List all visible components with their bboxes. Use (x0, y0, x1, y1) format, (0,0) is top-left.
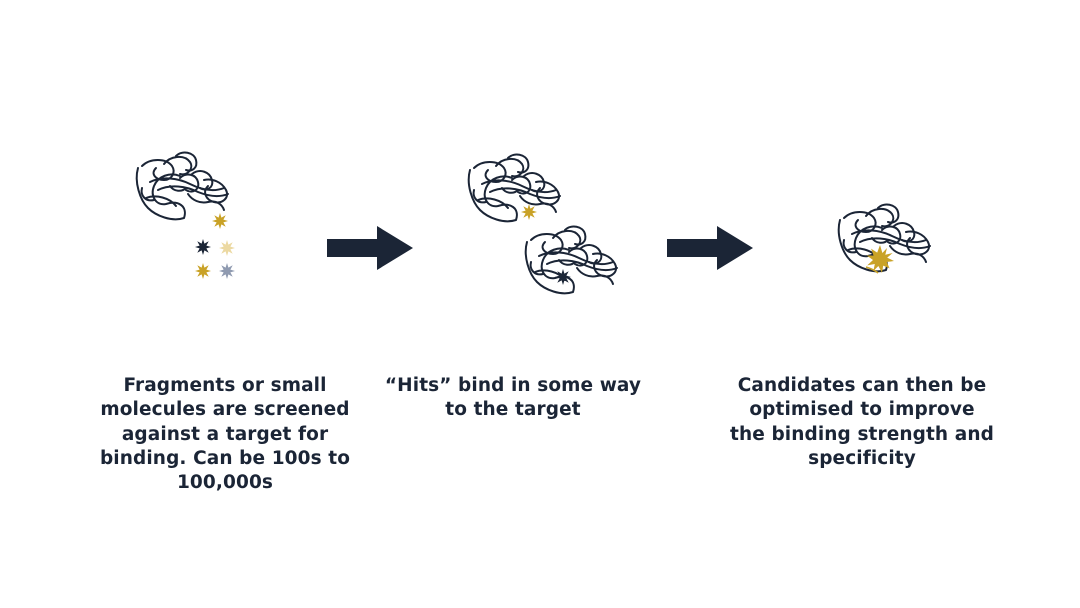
fragment-star-icon (219, 263, 235, 279)
caption-line: specificity (808, 447, 916, 469)
caption-line: the binding strength and (730, 423, 994, 445)
fragment-star-icon (521, 204, 537, 220)
right-arrow-icon (667, 226, 753, 270)
step1-caption: Fragments or small molecules are screene… (60, 374, 390, 495)
caption-line: “Hits” bind in some way (384, 375, 642, 396)
fragment-star-icon (195, 239, 211, 255)
caption-line: Candidates can then be (737, 375, 987, 396)
caption-line: to the target (445, 399, 581, 421)
step1-artwork (135, 151, 235, 279)
protein-target-icon (524, 225, 618, 295)
step3-caption: Candidates can then be optimised to impr… (697, 374, 1027, 471)
caption-line: Fragments or small (123, 375, 327, 396)
right-arrow-icon (327, 226, 413, 270)
protein-target-icon (467, 153, 561, 223)
caption-line: optimised to improve (749, 399, 975, 421)
protein-target-icon (135, 151, 229, 221)
fragment-star-icon (195, 263, 211, 279)
step2-artwork (467, 153, 618, 295)
caption-line: binding. Can be 100s to (99, 447, 351, 469)
step3-artwork (837, 203, 931, 274)
caption-line: against a target for (121, 423, 329, 445)
fragment-star-icon (555, 269, 571, 285)
fragment-star-icon (212, 213, 228, 229)
step2-caption: “Hits” bind in some way to the target (348, 374, 678, 423)
caption-line: 100,000s (176, 472, 274, 494)
caption-line: molecules are screened (100, 399, 350, 421)
fragment-star-icon (219, 240, 235, 256)
optimised-candidate-star-icon (865, 244, 895, 274)
